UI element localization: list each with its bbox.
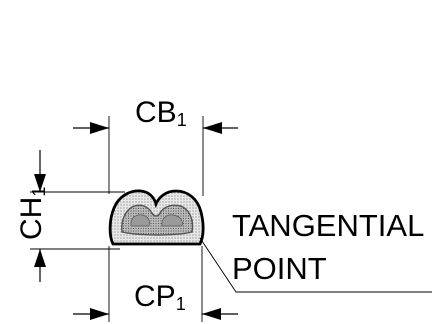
callout-text-line1: TANGENTIAL	[232, 208, 424, 243]
seal-profile-core	[130, 214, 183, 227]
cb-dimension: CB1	[73, 96, 238, 196]
cp-label: CP1	[134, 280, 186, 314]
cb-label: CB1	[135, 96, 187, 130]
cb-arrow-left	[90, 122, 109, 134]
ch-arrow-bottom	[34, 249, 46, 267]
ch-label-subscript: 1	[29, 187, 49, 197]
ch-label: CH1	[15, 187, 49, 240]
ch-arrow-top	[34, 174, 46, 192]
cp-label-subscript: 1	[176, 294, 186, 314]
seal-profile	[108, 189, 205, 246]
cb-label-main: CB	[135, 96, 177, 129]
cb-label-subscript: 1	[177, 110, 187, 130]
cp-dimension: CP1	[73, 246, 238, 322]
seal-profile-inner	[121, 204, 194, 236]
tangential-point-callout: TANGENTIAL POINT	[199, 208, 432, 293]
ch-label-main: CH	[15, 197, 48, 240]
cp-arrow-right	[202, 308, 221, 320]
callout-text-line2: POINT	[232, 251, 327, 286]
cb-arrow-right	[203, 122, 222, 134]
ch-dimension: CH1	[15, 150, 125, 282]
cp-label-main: CP	[134, 280, 176, 313]
callout-leader-line	[199, 237, 432, 293]
cp-arrow-left	[90, 308, 109, 320]
